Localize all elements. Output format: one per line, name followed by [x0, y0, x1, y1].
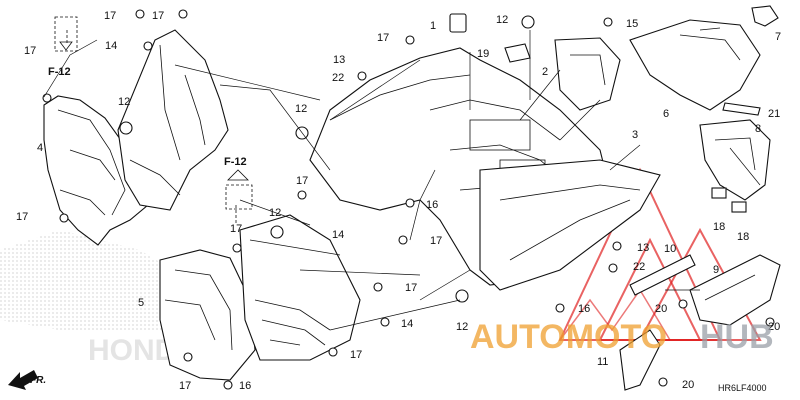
- callout-1: 1: [430, 20, 436, 32]
- callout-labels: 1 2 3 4 5 6 7 8 9 10 11 12 12 12 12 12 1…: [16, 10, 781, 392]
- callout-2: 2: [542, 66, 548, 78]
- reference-f12-mid: F-12: [224, 156, 253, 210]
- part-2-bracket: [554, 37, 621, 111]
- callout-12-c: 12: [295, 103, 307, 115]
- part-21-band: [722, 102, 761, 116]
- part-10-stay: [629, 254, 696, 296]
- part-18-grommets: [711, 187, 747, 213]
- callout-12-e: 12: [456, 321, 468, 333]
- front-arrow-label: FR.: [30, 375, 46, 386]
- drawing-code: HR6LF4000: [718, 383, 767, 393]
- part-6-rear-cover: [629, 19, 761, 111]
- callout-17-j: 17: [350, 349, 362, 361]
- callout-22-b: 22: [633, 261, 645, 273]
- callout-3: 3: [632, 129, 638, 141]
- watermark-word-a: AUTOMOTO: [470, 318, 667, 356]
- part-8-rear-bracket: [699, 119, 771, 201]
- callout-18-b: 18: [737, 231, 749, 243]
- callout-20-a: 20: [655, 303, 667, 315]
- callout-17-e: 17: [377, 32, 389, 44]
- callout-16-c: 16: [239, 380, 251, 392]
- callout-17-d: 17: [16, 211, 28, 223]
- part-4-left-inner-fender: [43, 95, 149, 246]
- callout-14-a: 14: [105, 40, 117, 52]
- watermark-text: AUTOMOTO HUB: [470, 318, 774, 356]
- callout-6: 6: [663, 108, 669, 120]
- callout-20-c: 20: [682, 379, 694, 391]
- callout-4: 4: [37, 142, 43, 154]
- callout-17-c: 17: [24, 45, 36, 57]
- front-arrow: FR.: [8, 370, 46, 390]
- callout-17-i: 17: [405, 282, 417, 294]
- reference-tag-top: F-12: [48, 66, 71, 78]
- callout-17-h: 17: [430, 235, 442, 247]
- callout-21: 21: [768, 108, 780, 120]
- callout-11: 11: [597, 356, 608, 368]
- callout-18-a: 18: [713, 221, 725, 233]
- callout-17-g: 17: [230, 223, 242, 235]
- callout-12-b: 12: [118, 96, 130, 108]
- fasteners: [42, 9, 775, 390]
- callout-15: 15: [626, 18, 638, 30]
- callout-5: 5: [138, 297, 144, 309]
- part-19-cover: [504, 43, 531, 63]
- callout-9: 9: [713, 264, 719, 276]
- part-9-tail-guard: [689, 254, 781, 326]
- part-11-stay: [619, 329, 661, 391]
- leader-lines: [43, 30, 761, 331]
- callout-22-a: 22: [332, 72, 344, 84]
- callout-16-b: 16: [578, 303, 590, 315]
- callout-8: 8: [755, 123, 761, 135]
- part-footrest-panel: [239, 214, 361, 361]
- part-3-fender-trim: [479, 159, 661, 291]
- callout-12-a: 12: [496, 14, 508, 26]
- callout-17-b: 17: [152, 10, 164, 22]
- callout-17-f: 17: [296, 175, 308, 187]
- part-7-clip: [751, 5, 779, 27]
- callout-16-a: 16: [426, 199, 438, 211]
- part-left-guard-panel: [117, 29, 229, 211]
- callout-14-b: 14: [332, 229, 344, 241]
- callout-17-k: 17: [179, 380, 191, 392]
- part-12-grommets: [119, 15, 535, 303]
- callout-10: 10: [664, 243, 676, 255]
- reference-f12-top: F-12: [48, 16, 78, 78]
- callout-12-d: 12: [269, 207, 281, 219]
- part-5-left-mud-guard: [159, 249, 256, 381]
- callout-17-a: 17: [104, 10, 116, 22]
- watermark-word-b: HUB: [700, 318, 774, 356]
- callout-20-b: 20: [768, 321, 780, 333]
- callout-7: 7: [775, 31, 781, 43]
- callout-13-a: 13: [333, 54, 345, 66]
- callout-19: 19: [477, 48, 489, 60]
- callout-14-c: 14: [401, 318, 413, 330]
- callout-13-b: 13: [637, 242, 649, 254]
- reference-tag-mid: F-12: [224, 156, 247, 168]
- part-1-cap: [449, 13, 467, 33]
